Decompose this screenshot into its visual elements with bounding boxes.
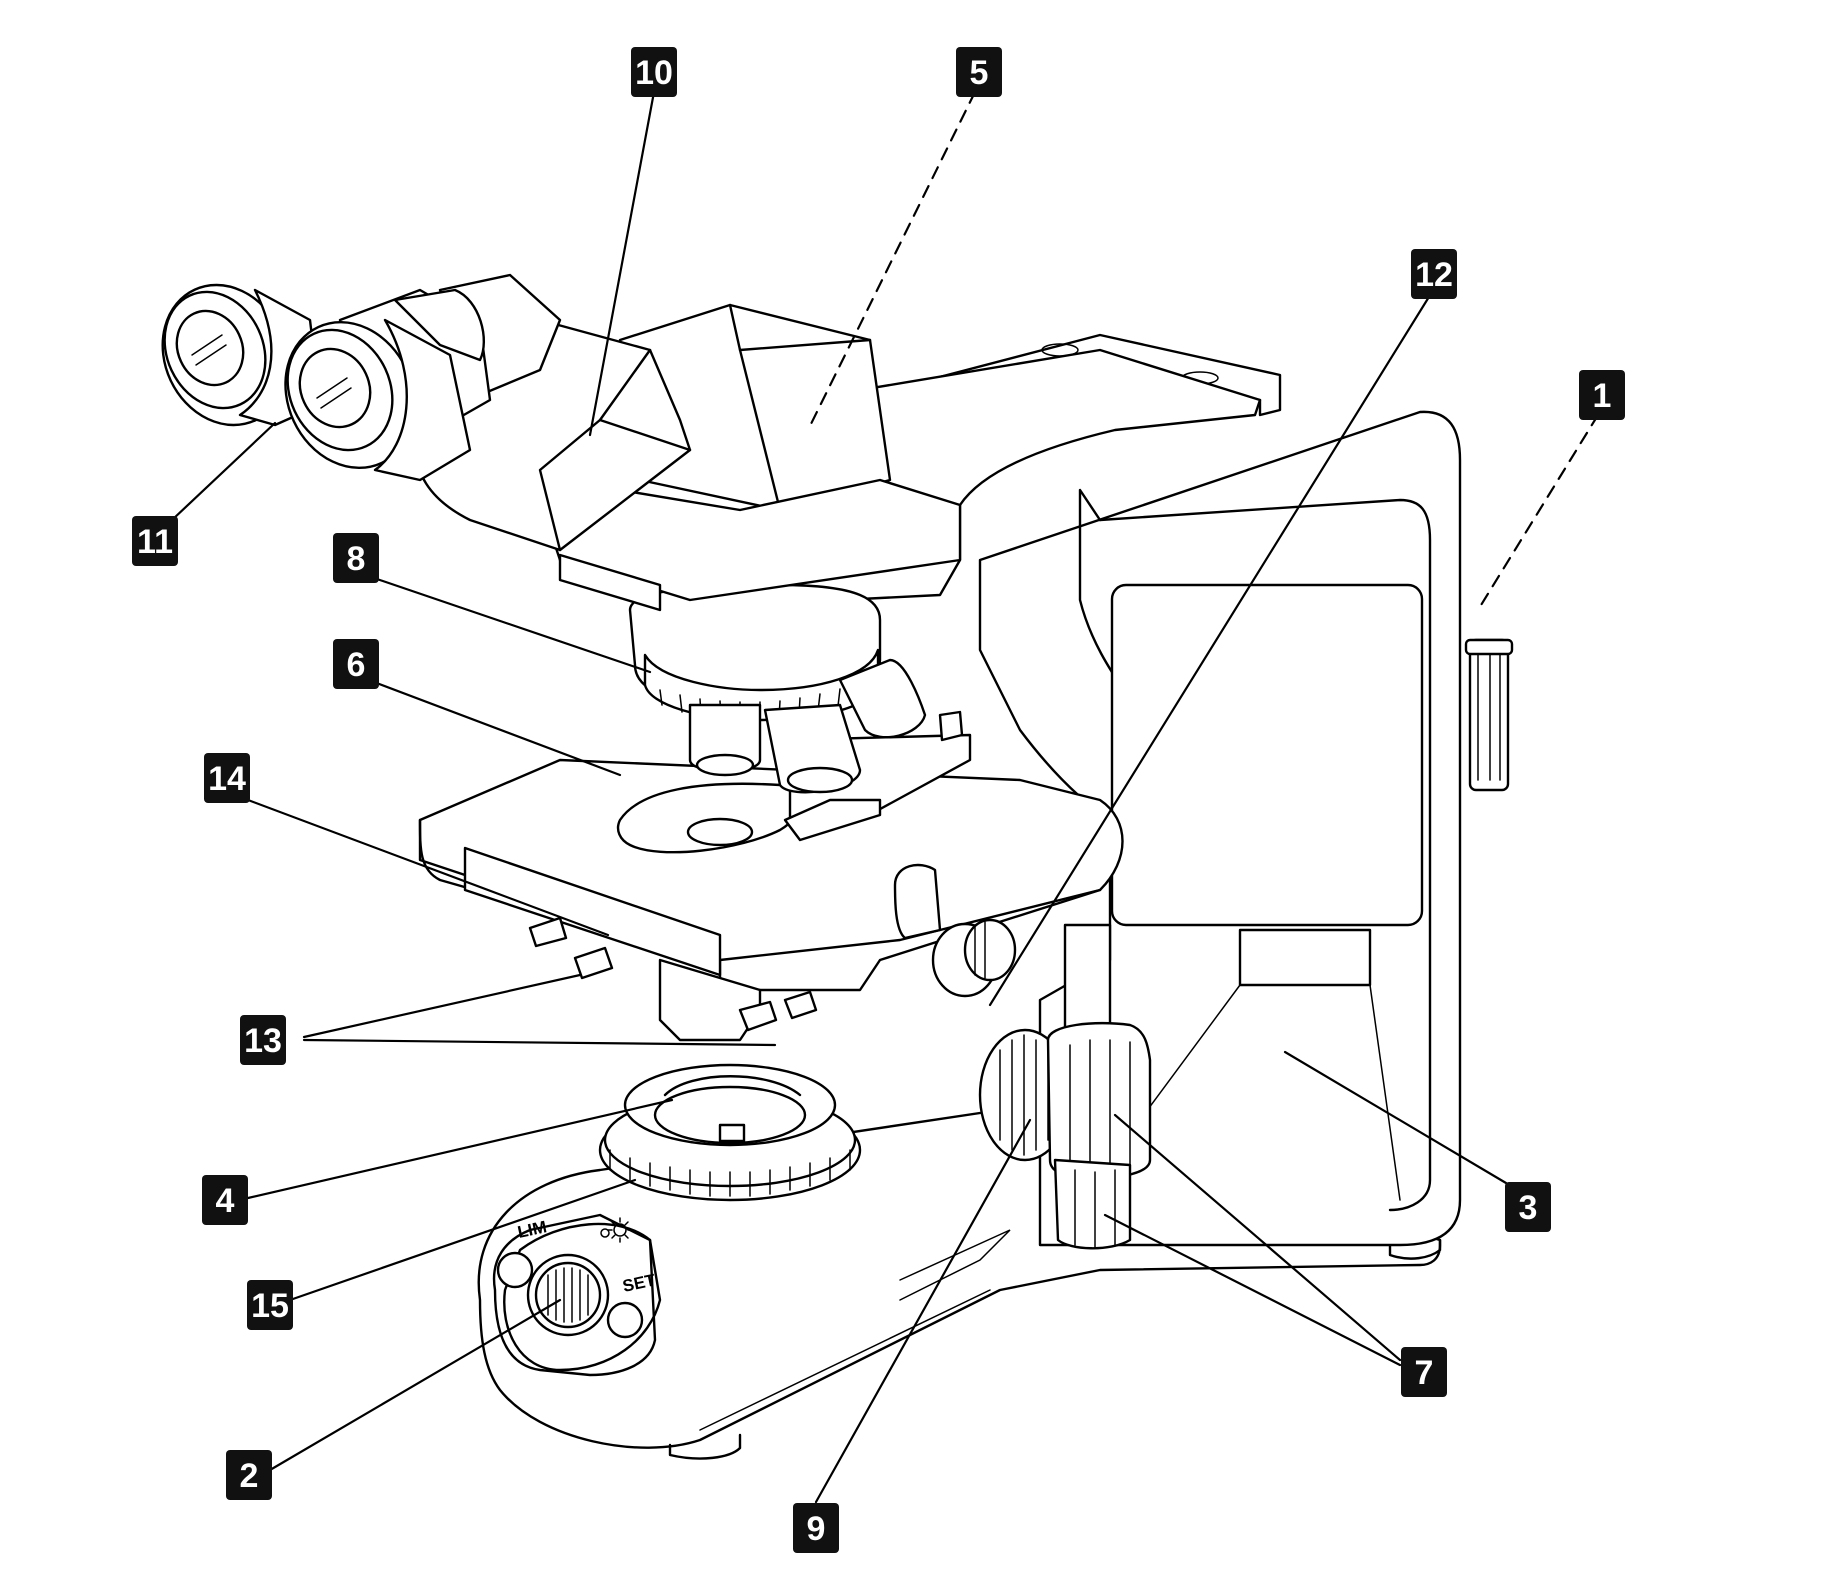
callout-2: 2 xyxy=(226,1450,272,1500)
callout-9: 9 xyxy=(793,1503,839,1553)
leader-lines xyxy=(170,90,1600,1504)
control-panel: LIM SET xyxy=(492,1213,658,1377)
brightness-icon xyxy=(600,1217,633,1243)
callout-13-label: 13 xyxy=(244,1022,282,1060)
leader-6 xyxy=(372,680,622,777)
leader-13a xyxy=(302,973,582,1039)
light-intensity-knob[interactable] xyxy=(526,1253,610,1337)
leader-3 xyxy=(1283,1050,1508,1185)
fine-focus-knob[interactable] xyxy=(1046,1021,1152,1250)
specimen-stage xyxy=(418,710,1124,1042)
callout-6: 6 xyxy=(333,639,379,689)
callout-6-label: 6 xyxy=(347,646,366,684)
callout-5: 5 xyxy=(956,47,1002,97)
set-button[interactable] xyxy=(606,1301,644,1339)
callout-14: 14 xyxy=(204,753,250,803)
leader-14 xyxy=(246,798,610,937)
side-accessory xyxy=(1464,638,1514,792)
callout-7: 7 xyxy=(1401,1347,1447,1397)
leader-11 xyxy=(170,421,277,522)
leader-8 xyxy=(372,576,652,674)
stage-x-y-knob[interactable] xyxy=(931,918,1017,998)
eyepiece-left[interactable] xyxy=(140,264,322,445)
eyepiece-right[interactable] xyxy=(262,288,485,489)
callout-15: 15 xyxy=(247,1280,293,1330)
callout-11: 11 xyxy=(132,516,178,566)
callout-4: 4 xyxy=(202,1175,248,1225)
callout-14-label: 14 xyxy=(208,760,246,798)
field-diaphragm-ring[interactable] xyxy=(598,1063,862,1202)
leader-2 xyxy=(268,1298,562,1472)
leader-12 xyxy=(988,290,1434,1007)
leader-7b xyxy=(1103,1213,1402,1367)
callout-5-label: 5 xyxy=(970,54,989,92)
callout-12: 12 xyxy=(1411,249,1457,299)
callout-3: 3 xyxy=(1505,1182,1551,1232)
callout-11-label: 11 xyxy=(137,523,173,561)
callout-13: 13 xyxy=(240,1015,286,1065)
callout-2-label: 2 xyxy=(240,1457,259,1495)
leader-13b xyxy=(302,1038,777,1047)
callout-9-label: 9 xyxy=(807,1510,826,1548)
revolving-nosepiece[interactable] xyxy=(628,583,882,722)
callout-10: 10 xyxy=(631,47,677,97)
callout-8: 8 xyxy=(333,533,379,583)
callout-12-label: 12 xyxy=(1415,256,1453,294)
callout-15-label: 15 xyxy=(251,1287,289,1325)
callout-8-label: 8 xyxy=(347,540,366,578)
condenser-centering-screws[interactable] xyxy=(528,916,818,1032)
objective-lenses[interactable] xyxy=(688,658,927,794)
leader-5 xyxy=(806,90,977,432)
leader-4 xyxy=(246,1098,674,1200)
callout-3-label: 3 xyxy=(1519,1189,1538,1227)
leader-9 xyxy=(814,1118,1032,1504)
leader-7a xyxy=(1113,1113,1402,1362)
leader-15 xyxy=(288,1178,637,1302)
callout-1: 1 xyxy=(1579,370,1625,420)
callout-10-label: 10 xyxy=(635,54,673,92)
callout-7-label: 7 xyxy=(1415,1354,1434,1392)
leader-1 xyxy=(1476,413,1600,612)
callout-1-label: 1 xyxy=(1593,377,1612,415)
callout-4-label: 4 xyxy=(216,1182,235,1220)
lim-button[interactable] xyxy=(496,1251,534,1289)
leader-10 xyxy=(588,90,656,437)
